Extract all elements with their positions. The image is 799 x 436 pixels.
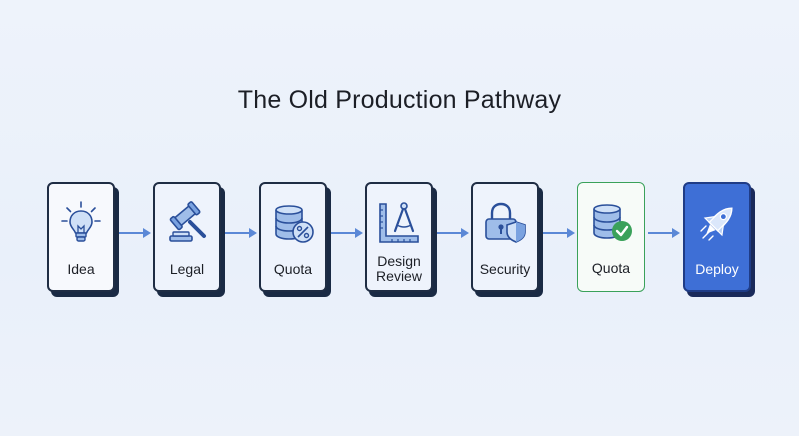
step-quota-approved[interactable]: Quota: [577, 182, 645, 292]
step-label: Security: [479, 261, 531, 277]
arrow-right-icon: [329, 224, 365, 242]
page-title: The Old Production Pathway: [237, 86, 562, 114]
gavel-icon: [162, 198, 212, 248]
lightbulb-icon: [56, 198, 106, 248]
step-label: Legal: [169, 261, 205, 277]
step-legal[interactable]: Legal: [153, 182, 221, 292]
step-design-review[interactable]: Design Review: [365, 182, 433, 292]
step-label-line: Design: [377, 253, 421, 269]
rocket-icon: [692, 198, 742, 248]
database-check-icon: [586, 197, 636, 247]
database-percent-icon: [268, 198, 318, 248]
lock-shield-icon: [480, 198, 530, 248]
arrow-right-icon: [541, 224, 577, 242]
step-deploy[interactable]: Deploy: [683, 182, 751, 292]
arrow-right-icon: [223, 224, 259, 242]
step-label: Deploy: [695, 261, 739, 277]
ruler-compass-icon: [374, 198, 424, 248]
step-label: Quota: [273, 261, 313, 277]
step-label: Idea: [67, 261, 95, 277]
arrow-right-icon: [117, 224, 153, 242]
step-label-line: Review: [376, 268, 422, 284]
step-security[interactable]: Security: [471, 182, 539, 292]
arrow-right-icon: [435, 224, 471, 242]
arrow-right-icon: [646, 224, 682, 242]
step-label: Design Review: [376, 254, 422, 284]
step-idea[interactable]: Idea: [47, 182, 115, 292]
step-label: Quota: [591, 260, 631, 276]
step-quota[interactable]: Quota: [259, 182, 327, 292]
